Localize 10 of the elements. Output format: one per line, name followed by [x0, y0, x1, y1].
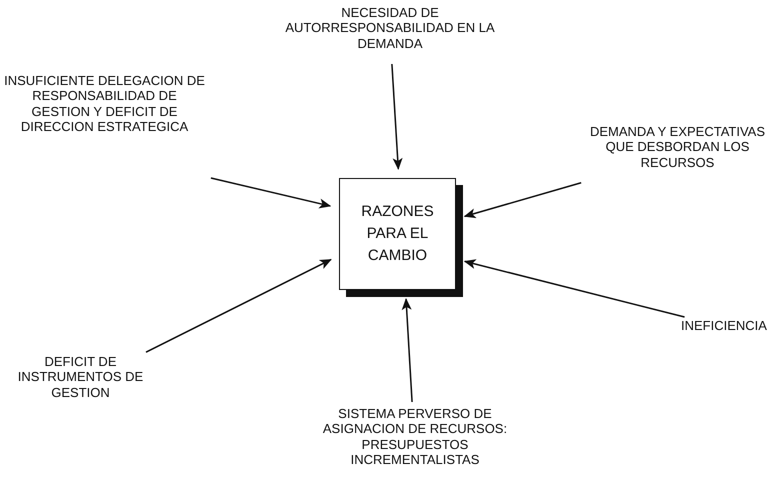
cause-label: INSUFICIENTE DELEGACION DE RESPONSABILIDAD DE GESTION Y DEFICIT DE DIRECCION ESTRATEGICA	[3, 73, 206, 134]
arrow	[146, 258, 332, 353]
box-label: RAZONES PARA EL CAMBIO	[360, 202, 435, 266]
cause-label: SISTEMA PERVERSO DE ASIGNACION DE RECURSOS: PRESUPUESTOS INCREMENTALISTAS	[322, 406, 508, 468]
arrow	[210, 177, 332, 208]
cause-label: DEFICIT DE INSTRUMENTOS DE GESTION	[16, 354, 144, 400]
cause-label: NECESIDAD DE AUTORRESPONSABILIDAD EN LA DEMANDA	[284, 5, 496, 51]
arrow	[391, 64, 403, 170]
cause-label: INEFICIENCIA	[680, 318, 768, 334]
cause-label: DEMANDA Y EXPECTATIVAS QUE DESBORDAN LOS RECURSOS	[588, 124, 766, 170]
